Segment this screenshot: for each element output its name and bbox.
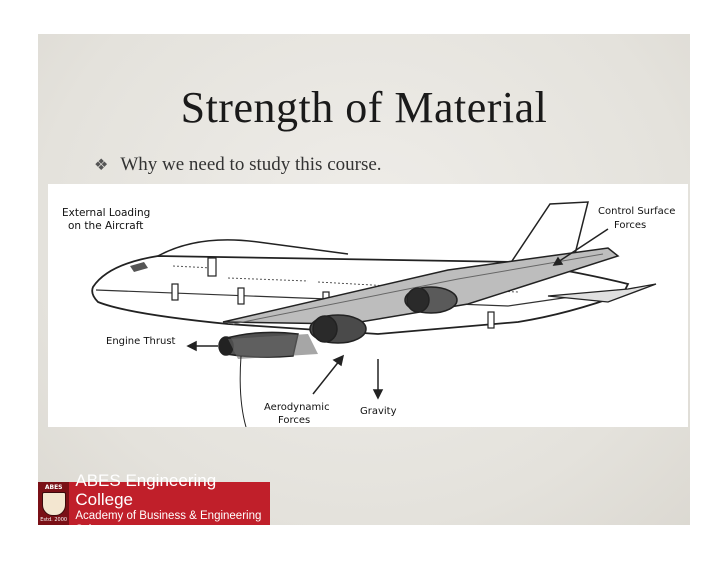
college-crest-icon: ABES Estd. 2000 bbox=[38, 482, 70, 525]
horizontal-stabilizer bbox=[547, 283, 657, 303]
label-control-surface-2: Forces bbox=[614, 220, 646, 231]
bullet-item: ❖ Why we need to study this course. bbox=[94, 154, 382, 176]
college-name-block: ABES Engineering College Academy of Busi… bbox=[69, 471, 270, 537]
bullet-diamond-icon: ❖ bbox=[94, 157, 109, 174]
label-aerodynamic-1: Aerodynamic bbox=[264, 402, 330, 413]
crest-shield-icon bbox=[41, 492, 66, 516]
college-logo-banner: ABES Estd. 2000 ABES Engineering College… bbox=[38, 471, 270, 536]
college-name: ABES Engineering College bbox=[75, 470, 217, 509]
label-engine-thrust: Engine Thrust bbox=[106, 336, 176, 347]
crest-abes-text: ABES bbox=[44, 484, 63, 491]
crest-estd-text: Estd. 2000 bbox=[40, 517, 68, 523]
label-control-surface-1: Control Surface bbox=[598, 206, 675, 217]
label-aerodynamic-2: Forces bbox=[278, 415, 310, 426]
slide: Strength of Material ❖ Why we need to st… bbox=[38, 34, 690, 536]
label-gravity: Gravity bbox=[360, 406, 397, 417]
slide-title: Strength of Material bbox=[180, 83, 548, 132]
bullet-text: Why we need to study this course. bbox=[120, 154, 382, 175]
aircraft-illustration: External Loading on the Aircraft Control… bbox=[62, 201, 675, 427]
aircraft-loading-diagram: External Loading on the Aircraft Control… bbox=[48, 184, 688, 427]
label-external-loading-1: External Loading bbox=[62, 207, 150, 219]
label-external-loading-2: on the Aircraft bbox=[68, 220, 143, 232]
college-subtitle: Academy of Business & Engineering Scienc… bbox=[75, 509, 262, 536]
